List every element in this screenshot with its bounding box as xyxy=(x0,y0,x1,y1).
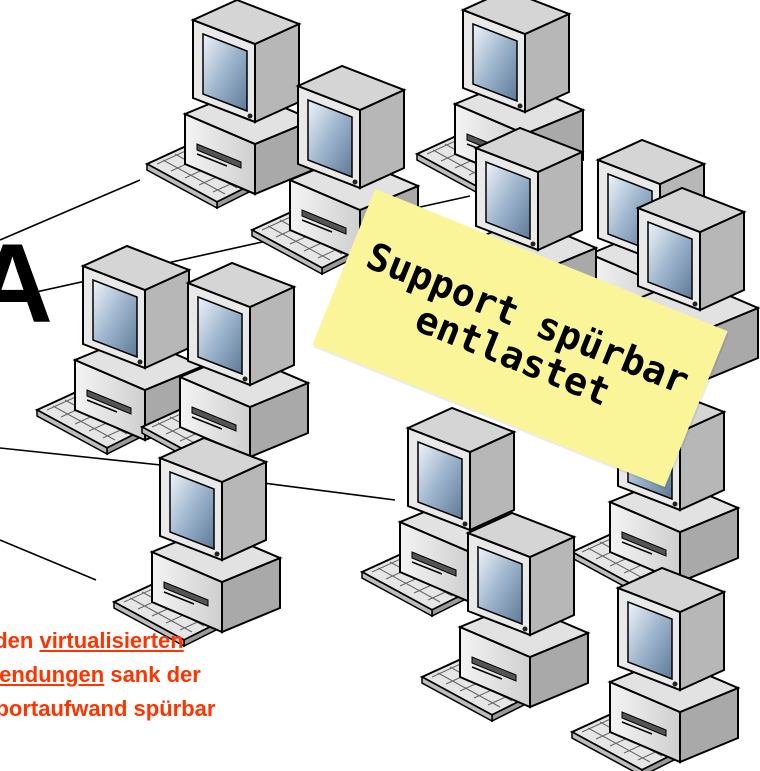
caption-line-2-suffix: sank der xyxy=(104,662,201,687)
caption-line-1-prefix: i den xyxy=(0,628,34,653)
desktop-computer-icon xyxy=(146,0,314,209)
caption-line-3: pportaufwand spürbar xyxy=(0,696,216,721)
caption-text: i den virtualisierten wendungen sank der… xyxy=(0,624,402,726)
big-letter-label: A xyxy=(0,221,53,346)
caption-line-2: wendungen sank der xyxy=(0,658,402,692)
caption-line-1: i den virtualisierten xyxy=(0,624,402,658)
caption-underlined-virtualisierten: virtualisierten xyxy=(39,628,184,653)
desktop-computer-icon xyxy=(571,567,739,771)
caption-underlined-wendungen: wendungen xyxy=(0,662,105,687)
desktop-computer-icon xyxy=(113,437,281,647)
